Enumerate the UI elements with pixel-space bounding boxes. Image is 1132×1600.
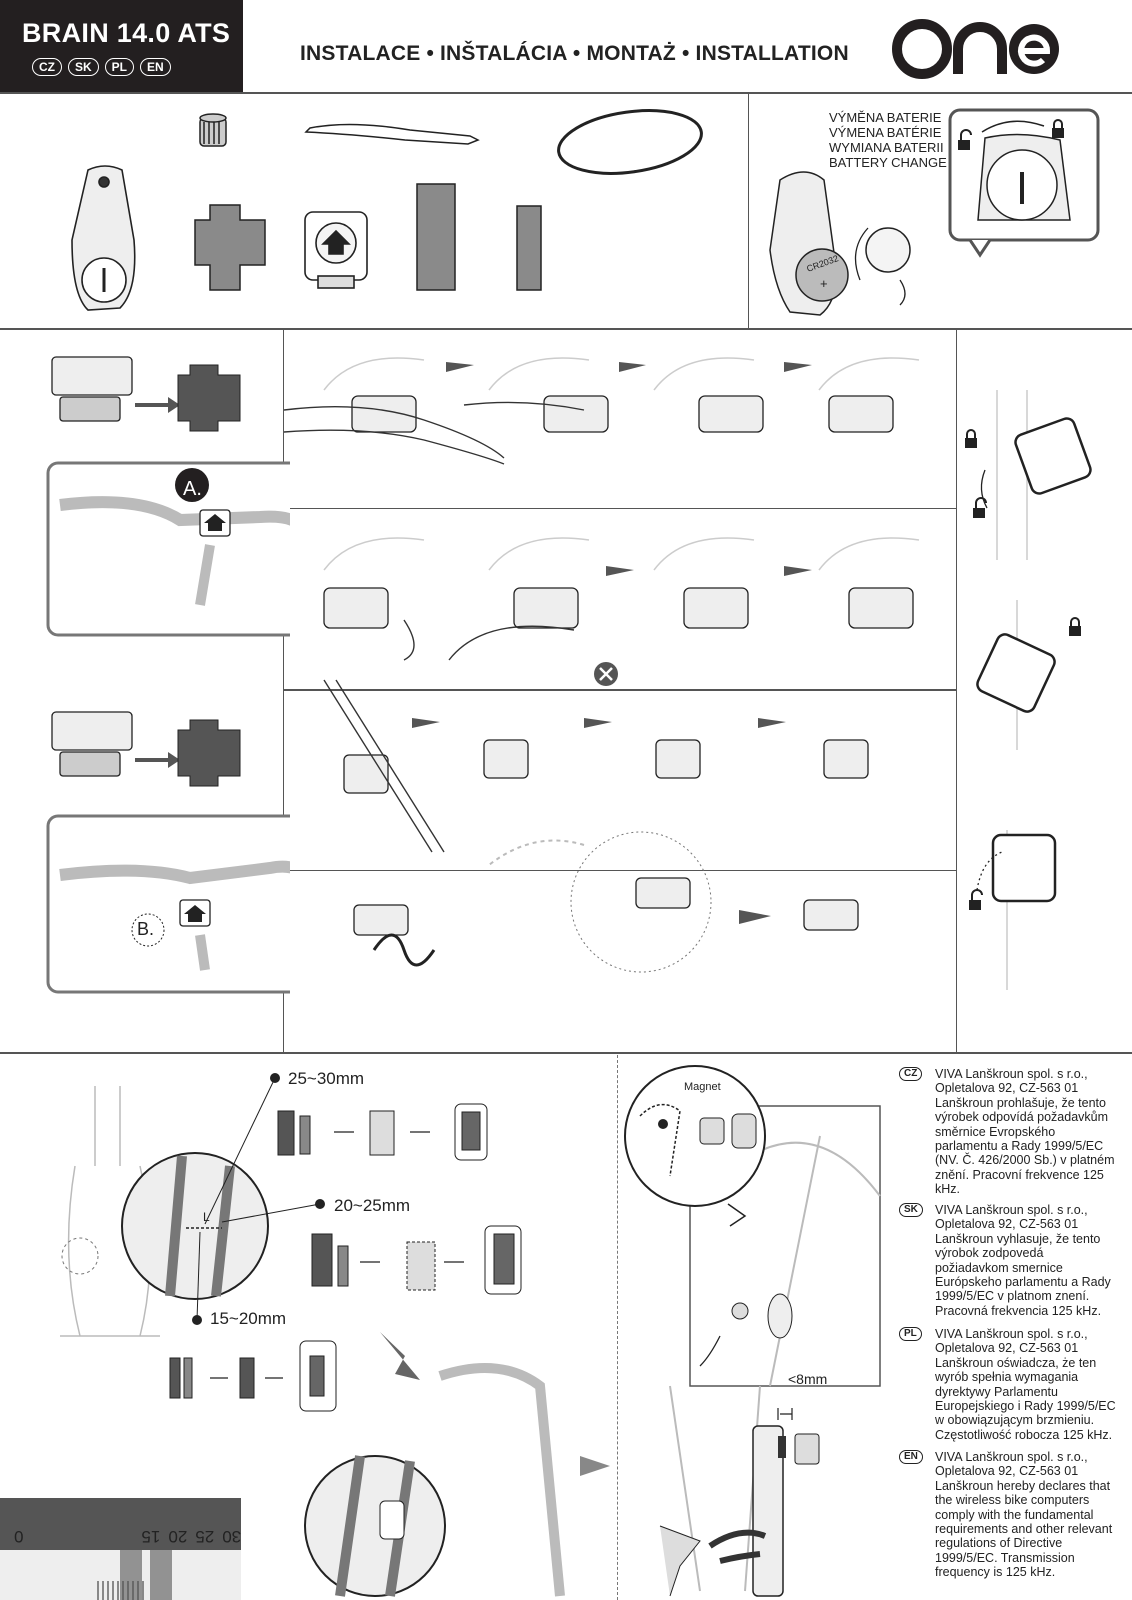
- battery-cell-sign: +: [820, 276, 828, 291]
- mount-option-a-label: A.: [183, 478, 202, 500]
- sensor-fork-illustration: L: [0, 1073, 610, 1600]
- valve-cap-icon: [199, 113, 227, 147]
- mount-option-b-illustration: [46, 711, 290, 994]
- o-ring-icon: [557, 109, 703, 175]
- divider-step-row1: [284, 508, 956, 509]
- declaration-lang-sk: SK: [899, 1203, 923, 1217]
- cable-tie-icon: [304, 123, 480, 145]
- language-badges: CZ SK PL EN: [32, 58, 171, 76]
- unlock-icon: [958, 129, 972, 150]
- lang-badge-pl: PL: [104, 58, 135, 76]
- spacer-large-icon: [416, 183, 456, 291]
- lock-icon: [965, 429, 977, 448]
- sensor-dim-3: 15~20mm: [210, 1309, 287, 1328]
- magnet-label: Magnet: [684, 1081, 721, 1093]
- unlock-icon: [969, 889, 983, 910]
- parts-illustration: [71, 109, 703, 311]
- battery-label-cz: VÝMĚNA BATERIE: [829, 110, 942, 125]
- declaration-lang-cz: CZ: [899, 1067, 923, 1081]
- declaration-en: EN VIVA Lanškroun spol. s r.o., Opletalo…: [899, 1450, 1120, 1580]
- product-title: BRAIN 14.0 ATS: [22, 18, 231, 48]
- lang-badge-sk: SK: [68, 58, 99, 76]
- battery-change-labels: VÝMĚNA BATERIE VÝMENA BATÉRIE WYMIANA BA…: [829, 110, 947, 170]
- sensor-dim-1: 25~30mm: [288, 1069, 365, 1088]
- divider-parts: [0, 328, 1132, 330]
- divider-mount-left: [283, 329, 284, 1052]
- computer-back-icon: [71, 165, 136, 311]
- divider-step-row3: [284, 870, 956, 871]
- divider-header: [0, 92, 1132, 94]
- divider-step-row2: [284, 689, 956, 691]
- gap-label: <8mm: [788, 1371, 828, 1387]
- page-title: INSTALACE • INŠTALÁCIA • MONTAŻ • INSTAL…: [300, 42, 849, 65]
- battery-label-en: BATTERY CHANGE: [829, 155, 947, 170]
- battery-illustration: CR2032 +: [769, 108, 1100, 316]
- mounting-steps-illustration: [284, 357, 920, 973]
- mount-option-b-label: B.: [137, 919, 155, 939]
- declaration-text-sk: VIVA Lanškroun spol. s r.o., Opletalova …: [935, 1203, 1111, 1318]
- lang-badge-en: EN: [140, 58, 171, 76]
- declaration-text-en: VIVA Lanškroun spol. s r.o., Opletalova …: [935, 1450, 1113, 1580]
- ruler-label-15: 15: [141, 1527, 161, 1546]
- ruler-label-20: 20: [168, 1527, 188, 1546]
- declaration-sk: SK VIVA Lanškroun spol. s r.o., Opletalo…: [899, 1203, 1120, 1318]
- sensor-dim-2: 20~25mm: [334, 1196, 411, 1215]
- battery-label-sk: VÝMENA BATÉRIE: [829, 125, 942, 140]
- declaration-text-cz: VIVA Lanškroun spol. s r.o., Opletalova …: [935, 1067, 1115, 1197]
- declaration-lang-pl: PL: [899, 1327, 922, 1341]
- mount-bracket-icon: [304, 211, 368, 289]
- unlock-icon: [973, 497, 987, 518]
- magnet-illustration: [624, 1065, 881, 1597]
- spacer-small-icon: [516, 205, 542, 291]
- lock-icon: [1069, 617, 1081, 636]
- ruler-labels: 30 25 20 15 0: [14, 1526, 241, 1546]
- battery-label-pl: WYMIANA BATERII: [829, 140, 944, 155]
- ruler-label-25: 25: [195, 1527, 215, 1546]
- declaration-cz: CZ VIVA Lanškroun spol. s r.o., Opletalo…: [899, 1067, 1120, 1197]
- ruler-label-30: 30: [222, 1527, 242, 1546]
- header-title-box: BRAIN 14.0 ATS CZ SK PL EN: [0, 0, 243, 92]
- declaration-pl: PL VIVA Lanškroun spol. s r.o., Opletalo…: [899, 1327, 1120, 1442]
- divider-sensor: [617, 1055, 618, 1600]
- lock-steps-illustration: [965, 390, 1092, 990]
- declaration-lang-en: EN: [899, 1450, 923, 1464]
- l-dimension-label: L: [203, 1210, 210, 1224]
- declaration-text-pl: VIVA Lanškroun spol. s r.o., Opletalova …: [935, 1327, 1116, 1442]
- lang-badge-cz: CZ: [32, 58, 62, 76]
- ruler-label-0: 0: [14, 1527, 24, 1546]
- divider-mount-right: [956, 329, 957, 1052]
- divider-mounting: [0, 1052, 1132, 1054]
- lock-icon: [1052, 119, 1064, 138]
- rubber-pad-icon: [194, 204, 266, 291]
- divider-battery: [748, 93, 749, 328]
- mount-option-a-illustration: [46, 356, 290, 637]
- one-logo: [892, 19, 1059, 79]
